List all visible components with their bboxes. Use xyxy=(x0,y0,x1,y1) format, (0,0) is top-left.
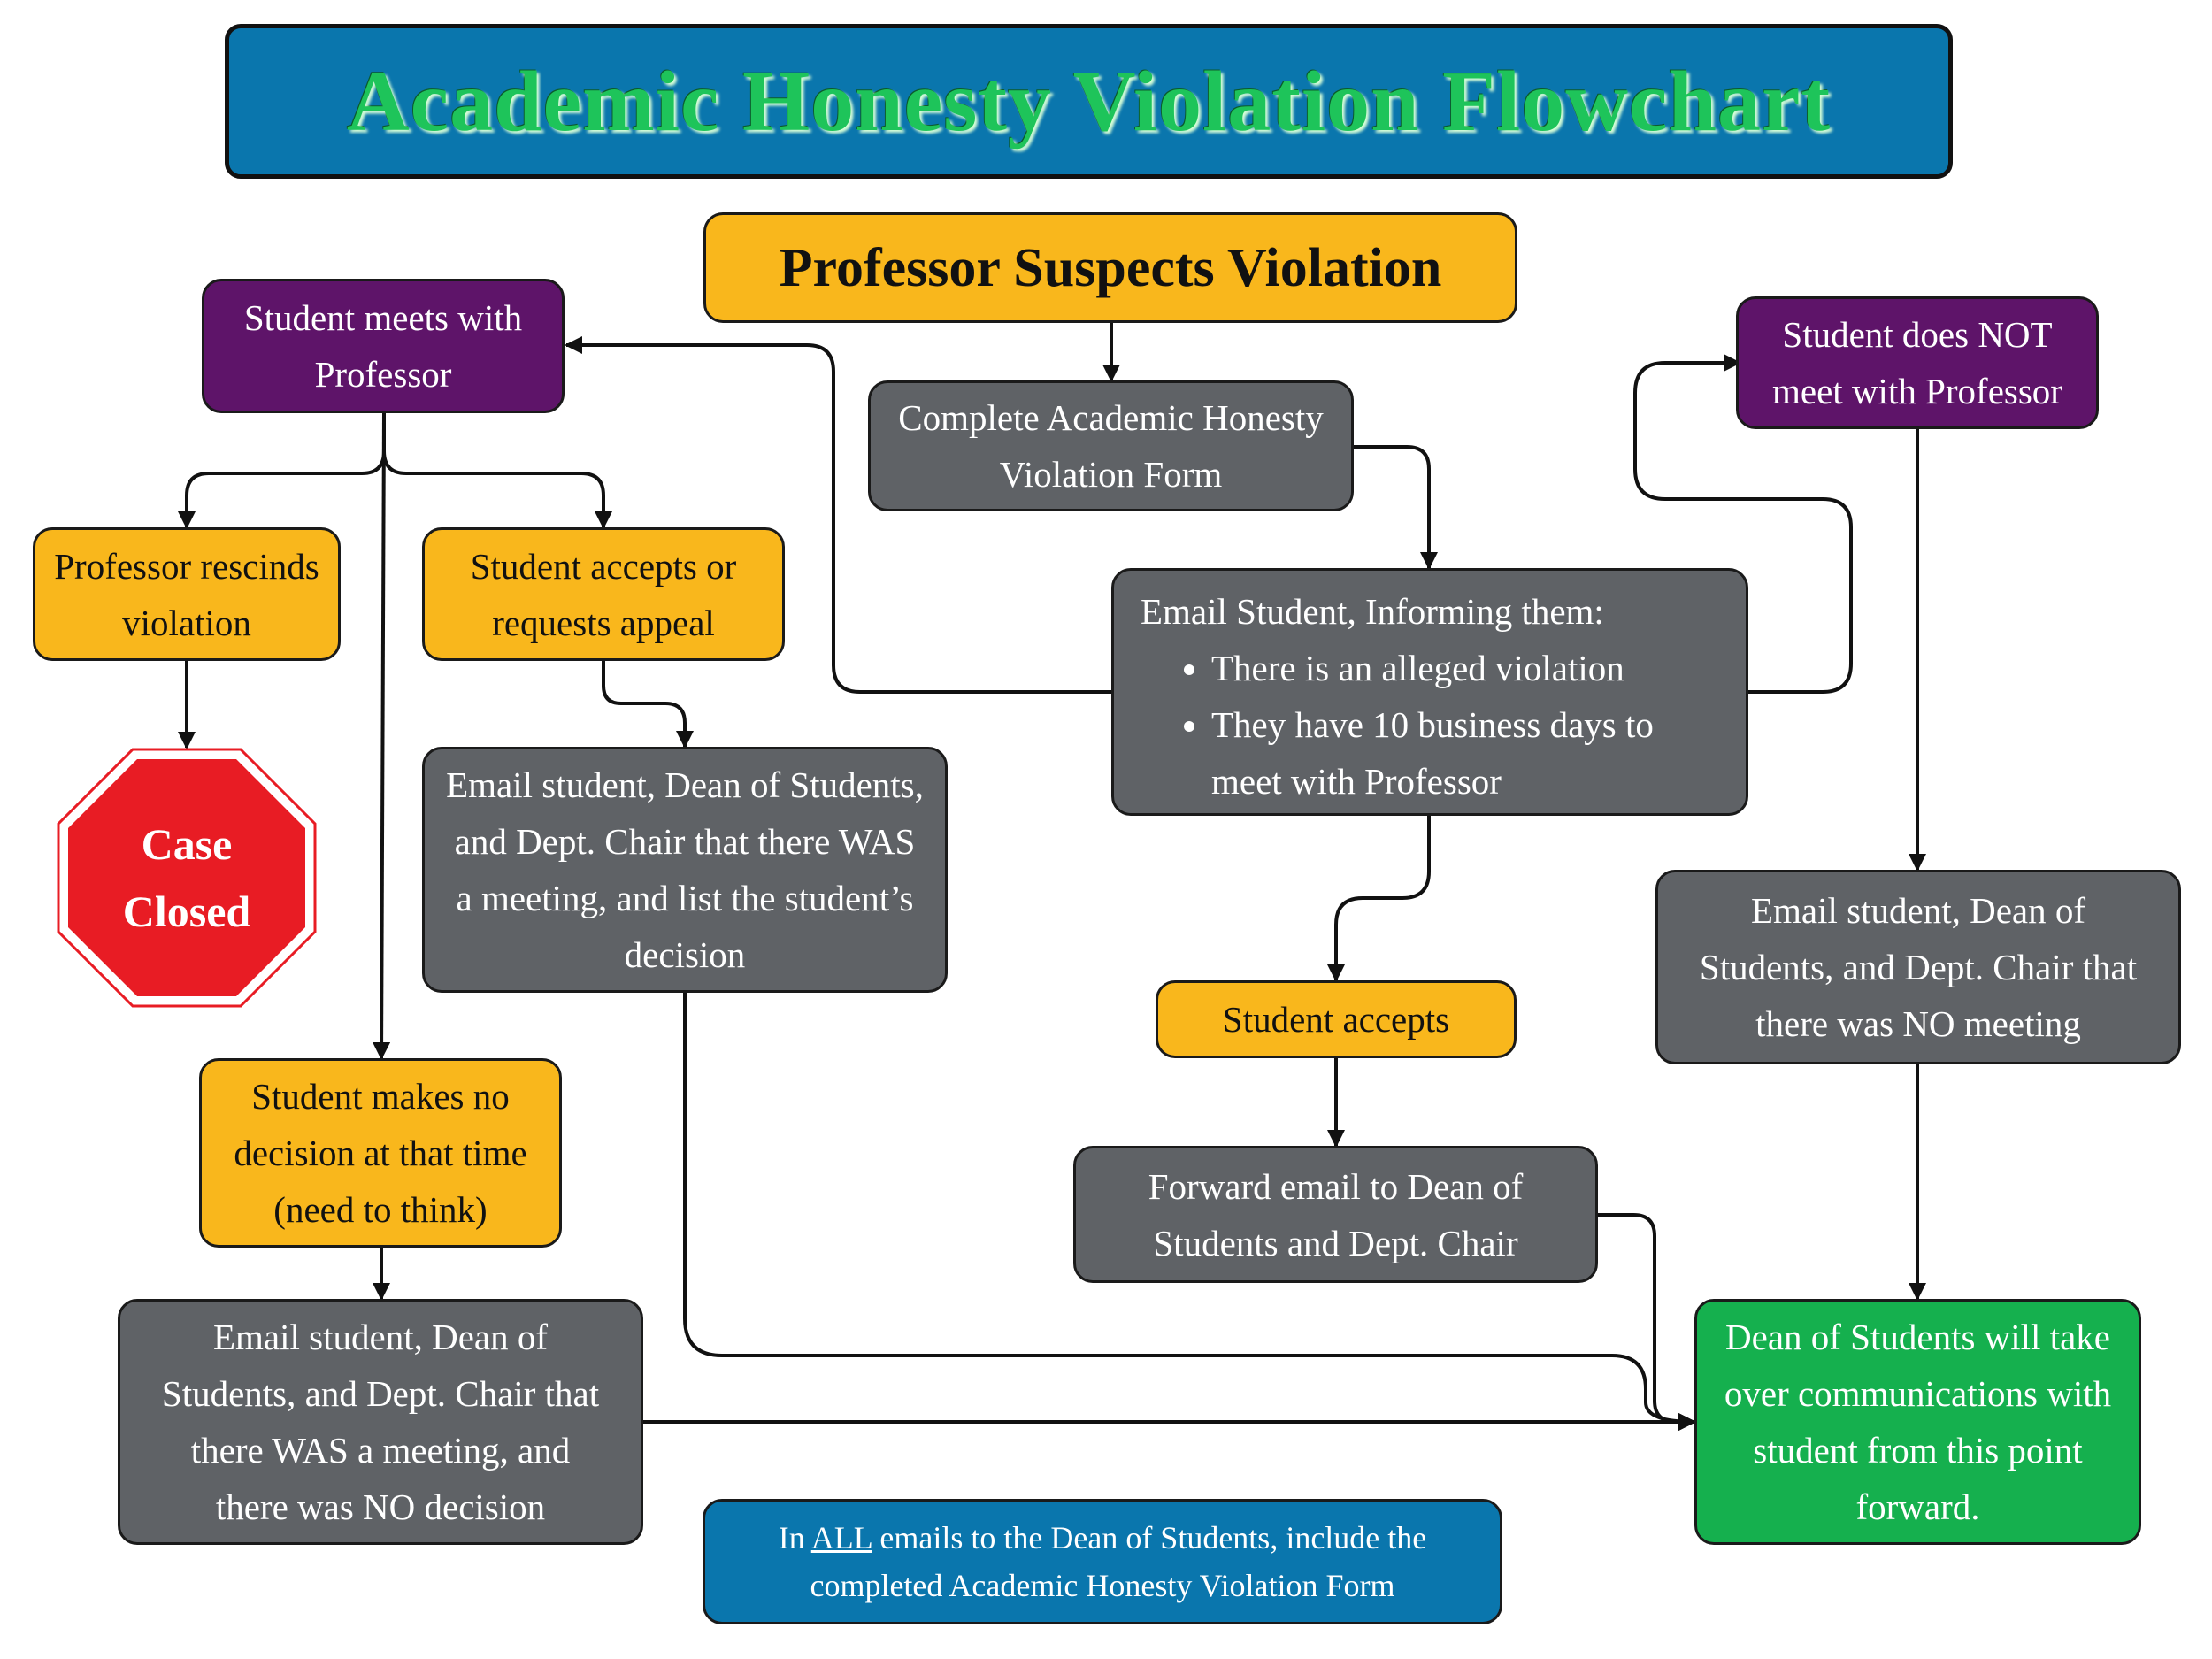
edge-meets-to-no-decision xyxy=(373,412,391,1060)
page-title: Academic Honesty Violation Flowchart xyxy=(225,24,1953,179)
edge-form-to-email xyxy=(1354,445,1438,570)
email-no-meeting-node: Email student, Dean of Students, and Dep… xyxy=(1655,870,2181,1064)
professor-rescinds-node: Professor rescinds violation xyxy=(33,527,341,661)
note-text: In ALL emails to the Dean of Students, i… xyxy=(778,1520,1427,1603)
email-student-informing-node: Email Student, Informing them: There is … xyxy=(1111,568,1748,816)
student-meets-node: Student meets with Professor xyxy=(202,279,565,413)
case-closed-line-2: Closed xyxy=(122,887,251,936)
email-was-meeting-decision-node: Email student, Dean of Students, and Dep… xyxy=(422,747,948,993)
edge-accepts-or-appeal-to-email-decision xyxy=(602,661,694,749)
case-closed-line-1: Case xyxy=(141,819,233,869)
complete-form-node: Complete Academic Honesty Violation Form xyxy=(868,380,1354,511)
edge-email-decision-to-dean xyxy=(683,993,1696,1431)
bullet-alleged-violation: There is an alleged violation xyxy=(1211,640,1719,696)
dean-takes-over-node: Dean of Students will take over communic… xyxy=(1694,1299,2141,1545)
edge-email-to-meets xyxy=(565,336,1111,694)
student-not-meet-node: Student does NOT meet with Professor xyxy=(1736,296,2099,429)
start-node-professor-suspects: Professor Suspects Violation xyxy=(703,212,1517,323)
email-student-bullets: There is an alleged violation They have … xyxy=(1141,640,1719,810)
edge-email-to-student-accepts xyxy=(1327,816,1431,982)
email-was-meeting-no-decision-node: Email student, Dean of Students, and Dep… xyxy=(118,1299,643,1545)
emails-include-form-note: In ALL emails to the Dean of Students, i… xyxy=(703,1499,1502,1624)
bullet-ten-business-days: They have 10 business days to meet with … xyxy=(1211,696,1719,810)
accepts-or-appeal-node: Student accepts or requests appeal xyxy=(422,527,785,661)
note-all-emphasis: ALL xyxy=(810,1520,872,1555)
forward-email-node: Forward email to Dean of Students and De… xyxy=(1073,1146,1598,1283)
student-accepts-node: Student accepts xyxy=(1156,980,1517,1058)
no-decision-node: Student makes no decision at that time (… xyxy=(199,1058,562,1248)
edge-meets-to-rescinds xyxy=(178,413,386,529)
case-closed-stop-sign: Case Closed xyxy=(57,748,317,1008)
edge-email-to-not-meet xyxy=(1633,354,1853,694)
email-student-heading: Email Student, Informing them: xyxy=(1141,591,1604,632)
stop-octagon-icon xyxy=(57,748,317,1008)
edge-meets-to-accepts-or-appeal xyxy=(382,450,612,529)
